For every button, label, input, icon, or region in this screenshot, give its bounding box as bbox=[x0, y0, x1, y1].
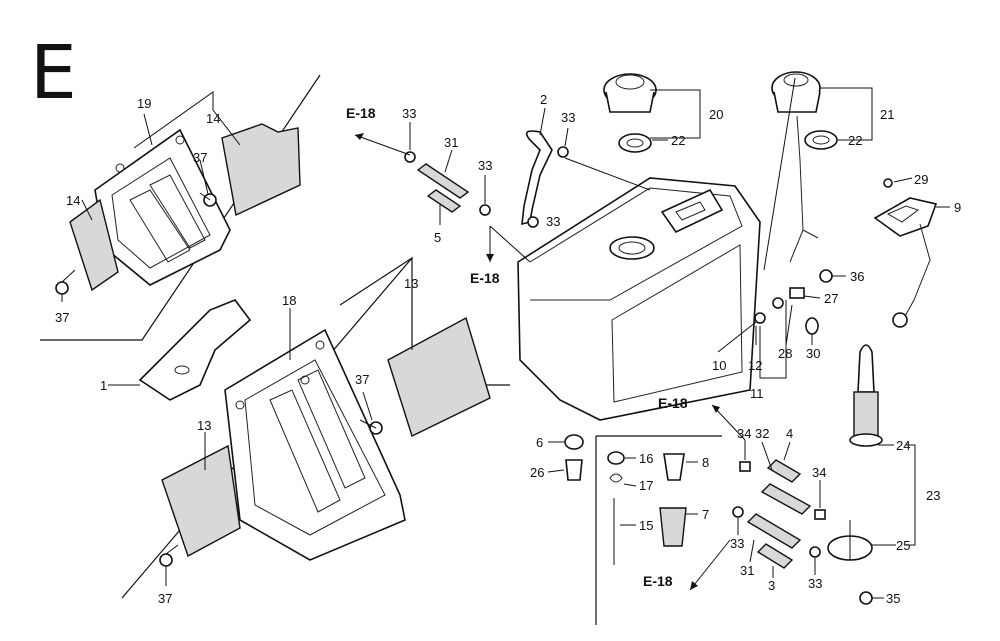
callout-10: 10 bbox=[712, 358, 726, 373]
fuel-tank bbox=[517, 177, 761, 421]
callout-2: 2 bbox=[540, 92, 547, 107]
callout-30: 30 bbox=[806, 346, 820, 361]
callout-37: 37 bbox=[55, 310, 69, 325]
callout-14: 14 bbox=[206, 111, 220, 126]
callout-35: 35 bbox=[886, 591, 900, 606]
reference-label: E-18 bbox=[346, 105, 376, 121]
fuel-gauge-9 bbox=[873, 178, 938, 328]
callout-16: 16 bbox=[639, 451, 653, 466]
fuel-cap-21 bbox=[771, 71, 821, 263]
leader-lines bbox=[61, 77, 950, 599]
callout-6: 6 bbox=[536, 435, 543, 450]
callout-9: 9 bbox=[954, 200, 961, 215]
gasket-22-left bbox=[618, 133, 652, 153]
gasket-22-right bbox=[804, 130, 838, 150]
reference-label: E-18 bbox=[470, 270, 500, 286]
callout-37: 37 bbox=[355, 372, 369, 387]
callout-3: 3 bbox=[768, 578, 775, 593]
callout-8: 8 bbox=[702, 455, 709, 470]
callout-13: 13 bbox=[404, 276, 418, 291]
callout-4: 4 bbox=[786, 426, 793, 441]
callout-21: 21 bbox=[880, 107, 894, 122]
section-letter: E bbox=[30, 30, 77, 116]
callout-34: 34 bbox=[812, 465, 826, 480]
callout-33: 33 bbox=[730, 536, 744, 551]
callout-18: 18 bbox=[282, 293, 296, 308]
reference-label: E-18 bbox=[658, 395, 688, 411]
callout-37: 37 bbox=[158, 591, 172, 606]
lower-bracket-assembly bbox=[138, 299, 491, 567]
fuel-cap-20 bbox=[603, 73, 657, 113]
callout-33: 33 bbox=[402, 106, 416, 121]
callout-33: 33 bbox=[478, 158, 492, 173]
callout-26: 26 bbox=[530, 465, 544, 480]
callout-36: 36 bbox=[850, 269, 864, 284]
callout-13: 13 bbox=[197, 418, 211, 433]
callout-34: 34 bbox=[737, 426, 751, 441]
callout-5: 5 bbox=[434, 230, 441, 245]
callout-15: 15 bbox=[639, 518, 653, 533]
callout-27: 27 bbox=[824, 291, 838, 306]
callout-33: 33 bbox=[546, 214, 560, 229]
upper-bracket-assembly bbox=[55, 123, 301, 295]
callout-37: 37 bbox=[193, 150, 207, 165]
callout-23: 23 bbox=[926, 488, 940, 503]
callout-32: 32 bbox=[755, 426, 769, 441]
callout-31: 31 bbox=[444, 135, 458, 150]
callout-7: 7 bbox=[702, 507, 709, 522]
callout-31: 31 bbox=[740, 563, 754, 578]
callout-17: 17 bbox=[639, 478, 653, 493]
callout-labels: E-18 E-18 E-18 E-18 1 2 3 4 5 6 7 8 9 10… bbox=[55, 92, 961, 606]
callout-22: 22 bbox=[671, 133, 685, 148]
callout-24: 24 bbox=[896, 438, 910, 453]
callout-29: 29 bbox=[914, 172, 928, 187]
callout-25: 25 bbox=[896, 538, 910, 553]
callout-19: 19 bbox=[137, 96, 151, 111]
callout-1: 1 bbox=[100, 378, 107, 393]
callout-28: 28 bbox=[778, 346, 792, 361]
reference-label: E-18 bbox=[643, 573, 673, 589]
callout-33: 33 bbox=[808, 576, 822, 591]
callout-20: 20 bbox=[709, 107, 723, 122]
callout-22: 22 bbox=[848, 133, 862, 148]
callout-14: 14 bbox=[66, 193, 80, 208]
callout-33: 33 bbox=[561, 110, 575, 125]
fuel-strainer-assembly bbox=[827, 344, 883, 605]
callout-11: 11 bbox=[750, 386, 764, 401]
callout-12: 12 bbox=[748, 358, 762, 373]
